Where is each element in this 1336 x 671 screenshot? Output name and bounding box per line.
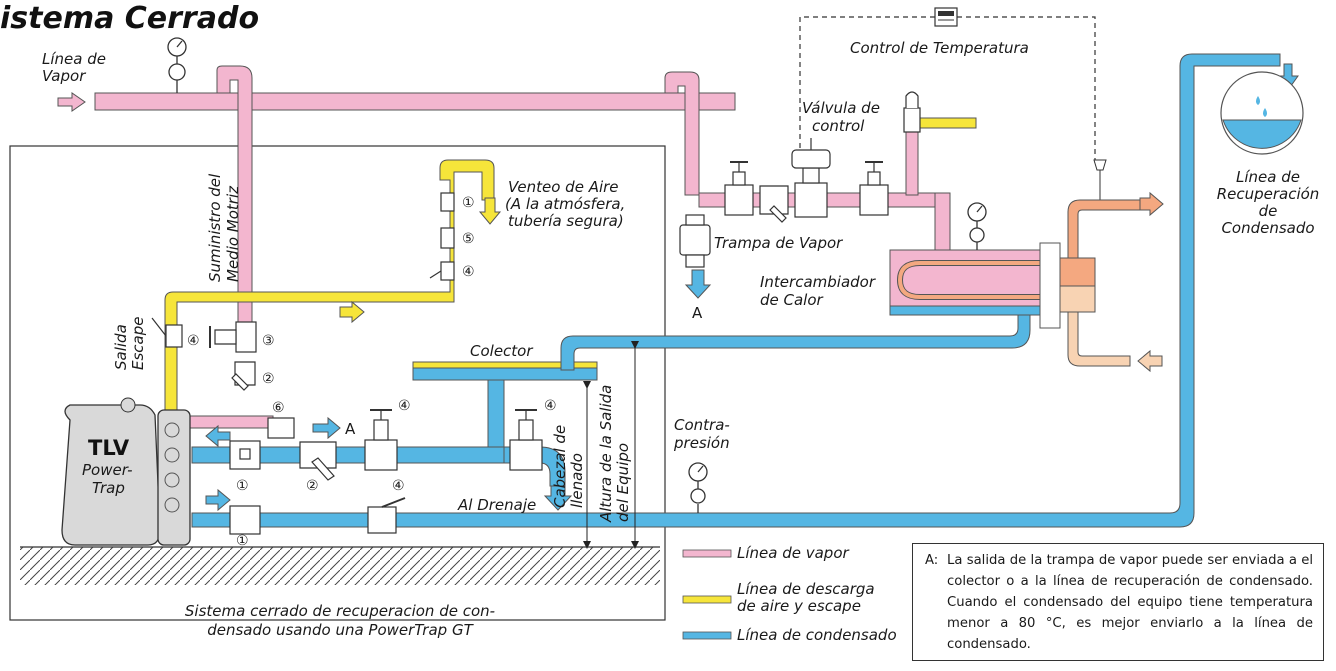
outlet-height-label: Altura de la Salidadel Equipo	[597, 385, 632, 523]
num-vent-4: ④	[462, 264, 475, 280]
num-outlet-4: ④	[392, 478, 405, 494]
note-tag: A:	[925, 553, 939, 568]
motive-outlet-a-label: A	[345, 420, 356, 438]
steam-pressure-gauge	[167, 37, 187, 93]
outlet-a-arrow	[312, 416, 341, 440]
legend-steam-swatch	[682, 549, 732, 558]
recovery-tank	[1220, 71, 1304, 155]
air-line-pilot	[917, 117, 977, 129]
note-text: La salida de la trampa de vapor puede se…	[947, 553, 1313, 652]
steam-riser-to-exchanger	[934, 192, 951, 256]
num-vent-1: ①	[462, 195, 475, 211]
trap-down-arrow	[684, 269, 712, 299]
steam-trap-label: Trampa de Vapor	[714, 234, 843, 252]
tank-inlet-arrow	[1277, 63, 1299, 91]
temperature-controller	[799, 7, 1096, 165]
pump-outlet-arrow	[205, 488, 231, 512]
legend-steam-label: Línea de vapor	[737, 544, 850, 562]
drain-label: Al Drenaje	[457, 496, 536, 514]
equipment-enclosure	[9, 145, 666, 621]
legend-air-swatch	[682, 595, 732, 604]
num-motive-2: ②	[262, 371, 275, 387]
diagram-caption: Sistema cerrado de recuperacion de con-d…	[185, 602, 495, 639]
num-outlet-1: ①	[236, 533, 249, 549]
collector-drop	[487, 379, 505, 453]
num-motive-3: ③	[262, 333, 275, 349]
heat-exchanger	[889, 191, 1164, 373]
exchanger-condensate-return	[560, 309, 1031, 371]
backpressure-label: Contra-presión	[673, 416, 730, 452]
drain-arrow	[543, 485, 573, 511]
recovery-line	[191, 53, 1281, 528]
vent-label: Venteo de Aire(A la atmósfera,tubería se…	[505, 178, 625, 230]
fill-head-label: Cabezal dellenado	[551, 425, 586, 508]
motive-components	[151, 317, 295, 439]
temperature-sensor	[1093, 159, 1107, 205]
condensate-lines	[191, 53, 1281, 528]
num-inlet-2: ②	[306, 478, 319, 494]
pump-brand: TLV	[88, 436, 130, 460]
collector-label: Colector	[470, 342, 533, 360]
vent-valves	[429, 192, 455, 281]
pilot-valve	[903, 91, 921, 133]
steam-branch-exchanger	[664, 71, 700, 196]
condensate-fittings	[229, 409, 543, 535]
pump-inlet-arrow	[205, 424, 231, 448]
vent-flow-arrow	[478, 197, 502, 225]
powertrap-pump	[61, 397, 191, 546]
pump-name: Power-Trap	[82, 461, 132, 497]
temp-control-label: Control de Temperatura	[850, 39, 1029, 57]
num-exhaust-4: ④	[187, 333, 200, 349]
num-vent-5: ⑤	[462, 231, 475, 247]
steam-flow-arrow	[57, 92, 86, 112]
motive-supply-label: Suministro delMedio Motriz	[206, 173, 242, 282]
num-inlet-4b: ④	[544, 398, 557, 414]
diagram-title: istema Cerrado	[0, 1, 259, 36]
backpressure-gauge	[688, 462, 708, 513]
note-box: A: La salida de la trampa de vapor puede…	[912, 543, 1324, 661]
ground-hatch	[20, 547, 660, 585]
num-motive-6: ⑥	[272, 400, 285, 416]
steam-trap	[679, 214, 711, 268]
num-inlet-1: ①	[236, 478, 249, 494]
num-inlet-4a: ④	[398, 398, 411, 414]
legend-condensate-label: Línea de condensado	[737, 626, 897, 644]
exhaust-outlet-label: SalidaEscape	[112, 317, 147, 370]
main-steam-pipe	[94, 92, 736, 111]
trap-outlet-label: A	[692, 304, 703, 322]
legend-condensate-swatch	[682, 631, 732, 640]
steam-riser-to-pilot	[905, 129, 919, 196]
steam-valve-train	[724, 138, 889, 223]
dimension-lines	[583, 341, 639, 549]
exchanger-pressure-gauge	[967, 202, 987, 250]
collector-top-air	[412, 361, 598, 369]
air-flow-arrow	[339, 300, 365, 324]
